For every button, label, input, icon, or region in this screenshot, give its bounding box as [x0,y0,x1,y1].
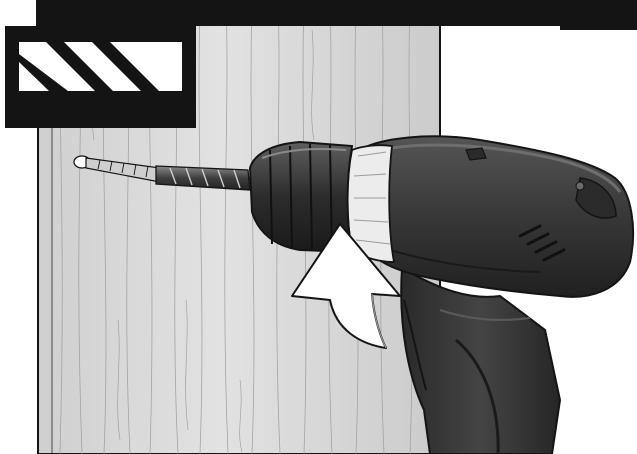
header-bar-tab [560,0,637,30]
drill-speed-badge-icon [5,26,196,128]
header-bar [36,0,637,26]
